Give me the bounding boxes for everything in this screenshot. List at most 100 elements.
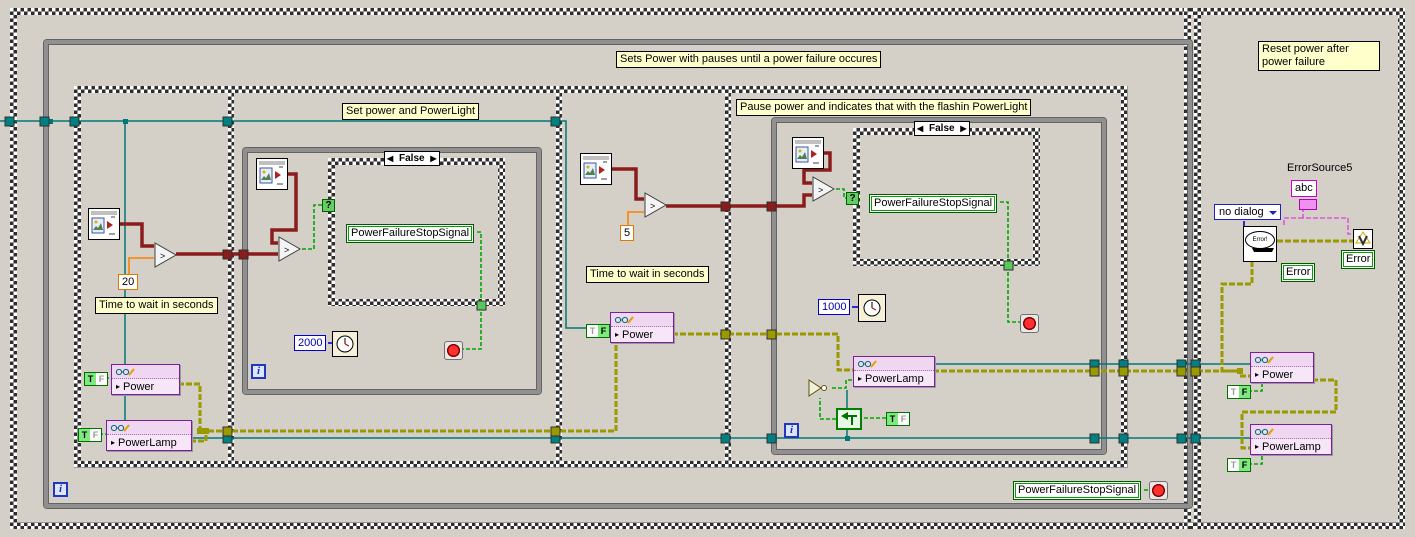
error-speech-bubble-icon: Error! bbox=[1245, 231, 1275, 249]
bool-true-label: T bbox=[85, 373, 96, 385]
bool-false-label: F bbox=[98, 374, 105, 384]
wait-ms-constant-2[interactable]: 1000 bbox=[818, 299, 851, 315]
comment-set-power[interactable]: Set power and PowerLight bbox=[342, 103, 480, 120]
bool-false-label: F bbox=[1239, 386, 1250, 398]
not-gate-node[interactable] bbox=[808, 378, 830, 401]
glasses-pencil-icon bbox=[1254, 355, 1274, 364]
dialog-mode-enum[interactable]: no dialog bbox=[1214, 204, 1281, 220]
property-node-header bbox=[1251, 425, 1331, 439]
bool-true-label: T bbox=[79, 429, 90, 441]
property-node-power-2[interactable]: Power bbox=[610, 312, 674, 343]
case-selector-label-2[interactable]: False bbox=[914, 121, 970, 136]
clock-icon bbox=[336, 335, 354, 353]
string-constant-abc[interactable]: abc bbox=[1291, 180, 1317, 197]
bool-false-label: F bbox=[92, 430, 99, 440]
wait-ms-node-1[interactable] bbox=[332, 331, 358, 357]
comparison-node-4[interactable]: > bbox=[812, 176, 836, 205]
power-failure-stop-signal-main[interactable]: PowerFailureStopSignal bbox=[1013, 481, 1142, 500]
or-v-icon bbox=[1355, 231, 1371, 247]
case-selector-value: False bbox=[399, 153, 425, 164]
string-wires bbox=[1283, 200, 1355, 235]
error-source-label[interactable]: ErrorSource5 bbox=[1287, 162, 1353, 174]
wait-ms-node-2[interactable] bbox=[858, 294, 886, 322]
flat-sequence-outer-divider-2 bbox=[1194, 8, 1201, 529]
property-power-label: Power bbox=[611, 327, 673, 342]
picture-icon bbox=[91, 211, 117, 235]
wait-seconds-constant-1[interactable]: 20 bbox=[118, 274, 139, 290]
property-node-power-1[interactable]: Power bbox=[111, 364, 180, 395]
bool-constant-feedback-init[interactable]: T F bbox=[886, 412, 910, 426]
comparison-node-3[interactable]: > bbox=[644, 192, 668, 221]
bool-constant-power-false[interactable]: T F bbox=[586, 324, 610, 338]
bool-false-label: F bbox=[598, 325, 609, 337]
while-loop-main bbox=[44, 40, 1192, 508]
iteration-terminal-main-loop[interactable]: i bbox=[53, 482, 68, 497]
power-failure-stop-signal-1[interactable]: PowerFailureStopSignal bbox=[346, 224, 475, 243]
property-node-header bbox=[611, 313, 673, 327]
elapsed-time-vi-icon-3[interactable] bbox=[580, 153, 612, 185]
error-wire-junctions bbox=[197, 368, 1243, 434]
error-dialog-node[interactable]: Error! bbox=[1243, 226, 1277, 262]
comparison-node-1[interactable]: > bbox=[154, 242, 178, 271]
merge-errors-node[interactable] bbox=[1353, 229, 1373, 249]
property-node-powerlamp-2[interactable]: PowerLamp bbox=[853, 356, 935, 387]
stop-terminal-main[interactable] bbox=[1149, 481, 1168, 500]
glasses-pencil-icon bbox=[110, 423, 130, 432]
case-selector-terminal-1: ? bbox=[322, 199, 335, 212]
svg-text:>: > bbox=[284, 245, 289, 255]
case-selector-label-1[interactable]: False bbox=[384, 151, 440, 166]
elapsed-time-vi-icon-1[interactable] bbox=[88, 208, 120, 240]
property-node-powerlamp-3[interactable]: PowerLamp bbox=[1250, 424, 1332, 455]
bool-true-label: T bbox=[1230, 460, 1237, 470]
flat-sequence-inner-divider-1 bbox=[228, 86, 234, 468]
property-node-header bbox=[854, 357, 934, 371]
wait-ms-constant-1[interactable]: 2000 bbox=[294, 335, 327, 351]
property-powerlamp-label: PowerLamp bbox=[1251, 439, 1331, 454]
comment-time-to-wait-1[interactable]: Time to wait in seconds bbox=[95, 297, 218, 314]
comment-reset-power[interactable]: Reset power after power failure bbox=[1258, 41, 1380, 71]
property-power-label: Power bbox=[1251, 367, 1313, 382]
error-local-2[interactable]: Error bbox=[1281, 263, 1316, 282]
feedback-node[interactable] bbox=[836, 408, 862, 430]
property-node-header bbox=[112, 365, 179, 379]
tunnels bbox=[4, 116, 1201, 444]
property-node-header bbox=[1251, 353, 1313, 367]
wait-seconds-constant-2[interactable]: 5 bbox=[620, 225, 635, 241]
stop-terminal-2[interactable] bbox=[1020, 314, 1039, 333]
bool-constant-reset-lamp[interactable]: T F bbox=[1227, 458, 1251, 472]
cluster-wires bbox=[120, 151, 832, 256]
iteration-terminal-loop-2[interactable]: i bbox=[784, 423, 799, 438]
feedback-arrow-icon bbox=[841, 412, 857, 425]
flat-sequence-outer-divider-1 bbox=[1184, 8, 1191, 529]
comment-time-to-wait-2[interactable]: Time to wait in seconds bbox=[586, 266, 709, 283]
property-node-power-3[interactable]: Power bbox=[1250, 352, 1314, 383]
bool-constant-power-true[interactable]: T F bbox=[84, 372, 108, 386]
comment-pause-power[interactable]: Pause power and indicates that with the … bbox=[736, 99, 1032, 116]
picture-icon bbox=[583, 156, 609, 180]
case-selector-terminal-2: ? bbox=[846, 192, 859, 205]
case-selector-value: False bbox=[929, 123, 955, 134]
property-node-header bbox=[107, 421, 191, 435]
comparison-node-2[interactable]: > bbox=[278, 236, 302, 265]
glasses-pencil-icon bbox=[115, 367, 135, 376]
elapsed-time-vi-icon-2[interactable] bbox=[256, 158, 288, 190]
string-constant-tail bbox=[1299, 199, 1317, 210]
bool-false-label: F bbox=[1239, 459, 1250, 471]
error-local-1[interactable]: Error bbox=[1341, 250, 1376, 269]
property-node-powerlamp-1[interactable]: PowerLamp bbox=[106, 420, 192, 451]
bool-true-label: T bbox=[887, 413, 898, 425]
bool-true-label: T bbox=[589, 326, 596, 336]
stop-terminal-1[interactable] bbox=[444, 341, 463, 360]
clock-icon bbox=[863, 299, 881, 317]
power-failure-stop-signal-2[interactable]: PowerFailureStopSignal bbox=[869, 194, 998, 213]
iteration-terminal-loop-1[interactable]: i bbox=[251, 364, 266, 379]
property-powerlamp-label: PowerLamp bbox=[107, 435, 191, 450]
bool-constant-lamp-true[interactable]: T F bbox=[78, 428, 102, 442]
comment-main[interactable]: Sets Power with pauses until a power fai… bbox=[616, 51, 882, 68]
svg-text:>: > bbox=[650, 201, 655, 211]
while-loop-pause-power bbox=[772, 118, 1106, 454]
while-loop-set-power bbox=[243, 148, 541, 394]
bool-constant-reset-power[interactable]: T F bbox=[1227, 385, 1251, 399]
elapsed-time-vi-icon-4[interactable] bbox=[792, 137, 824, 169]
